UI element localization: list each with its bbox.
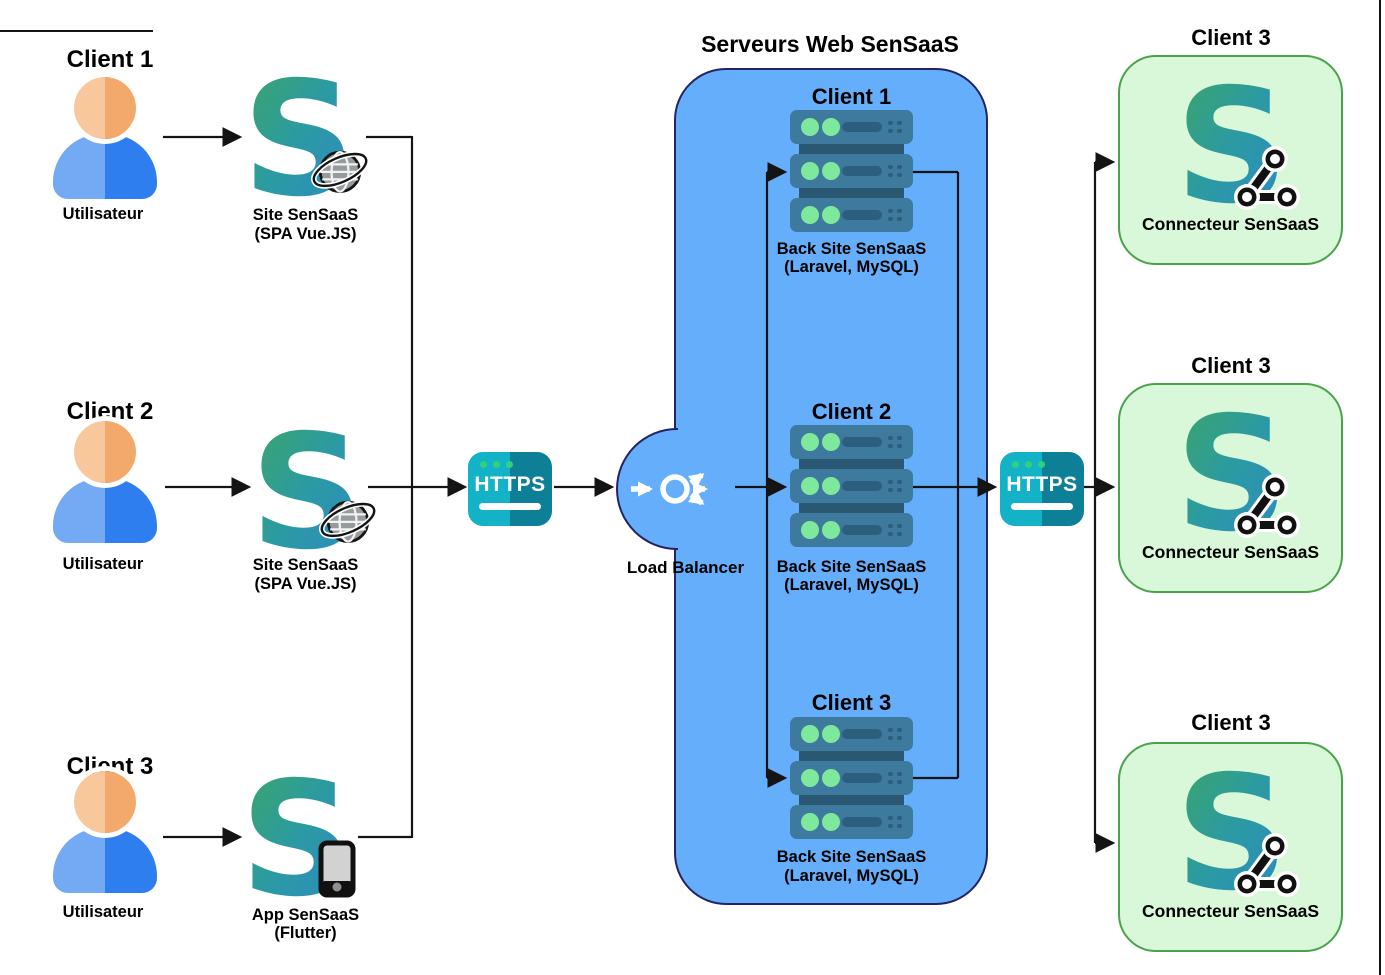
globe-icon: [311, 150, 369, 193]
user-icon: [53, 77, 157, 199]
connector-3-label: Connecteur SenSaaS: [1142, 901, 1319, 921]
frame-right-line: [1379, 0, 1381, 975]
webhook-icon: [1234, 474, 1300, 538]
site-2-label-line1: Site SenSaaS: [252, 556, 359, 574]
app-3-label-line1: App SenSaaS: [251, 906, 360, 924]
user-torso: [53, 828, 157, 893]
https-dots: [480, 461, 513, 468]
server-stack: [790, 717, 913, 839]
server-group-3-title: Client 3: [811, 690, 892, 715]
user-2-label: Utilisateur: [62, 555, 144, 573]
app-3-label-line2: (Flutter): [274, 924, 337, 942]
cluster-title: Serveurs Web SenSaaS: [701, 31, 959, 57]
server-group-3-label-line2: (Laravel, MySQL): [784, 867, 919, 885]
connector-2-label: Connecteur SenSaaS: [1142, 542, 1319, 562]
server-group-3-label-line1: Back Site SenSaaS: [776, 848, 927, 866]
https-left-label: HTTPS: [474, 473, 546, 496]
https-badge-left: HTTPS: [468, 452, 552, 526]
site-2-label-line2: (SPA Vue.JS): [254, 575, 357, 593]
sensaas-s-logo: S: [1176, 77, 1288, 209]
s-letter: S: [1176, 77, 1288, 209]
site-1-label-line2: (SPA Vue.JS): [254, 225, 357, 243]
client-1-title: Client 1: [66, 46, 154, 73]
https-badge-right: HTTPS: [1000, 452, 1084, 526]
site-1-label-line1: Site SenSaaS: [252, 206, 359, 224]
frame-fragment-line: [0, 30, 153, 32]
server-group-1-label-line2: (Laravel, MySQL): [784, 258, 919, 276]
webhook-icon: [1234, 833, 1300, 897]
client-2-title: Client 2: [66, 398, 154, 425]
connector-2-title: Client 3: [1191, 353, 1271, 378]
globe-icon: [319, 500, 377, 543]
user-torso: [53, 134, 157, 199]
user-3-label: Utilisateur: [62, 903, 144, 921]
sensaas-s-logo: S: [1176, 764, 1288, 896]
server-group-2-title: Client 2: [811, 399, 892, 424]
https-right-label: HTTPS: [1006, 473, 1078, 496]
user-icon: [53, 771, 157, 893]
load-balancer-icon: [631, 472, 708, 506]
https-underline: [479, 503, 541, 510]
server-group-2-label-line1: Back Site SenSaaS: [776, 558, 927, 576]
user-1-label: Utilisateur: [62, 205, 144, 223]
user-torso: [53, 478, 157, 543]
connector-box: S Connecteur SenSaaS: [1118, 742, 1343, 952]
https-dots: [1012, 461, 1045, 468]
connector-3-title: Client 3: [1191, 710, 1271, 735]
s-letter: S: [1176, 764, 1288, 896]
user-head: [74, 77, 136, 139]
sensaas-s-logo: S: [1176, 405, 1288, 537]
webhook-icon: [1234, 146, 1300, 210]
connector-box: S Connecteur SenSaaS: [1118, 383, 1343, 593]
user-icon: [53, 421, 157, 543]
load-balancer-label: Load Balancer: [626, 558, 745, 577]
server-stack: [790, 425, 913, 547]
connector-1-label: Connecteur SenSaaS: [1142, 214, 1319, 234]
smartphone-icon: [318, 840, 356, 898]
server-group-1-label-line1: Back Site SenSaaS: [776, 240, 927, 258]
user-head: [74, 771, 136, 833]
server-stack: [790, 110, 913, 232]
connector-box: S Connecteur SenSaaS: [1118, 55, 1343, 265]
server-group-2-label-line2: (Laravel, MySQL): [784, 576, 919, 594]
server-group-1-title: Client 1: [811, 84, 892, 109]
connector-1-title: Client 3: [1191, 25, 1271, 50]
user-head: [74, 421, 136, 483]
https-underline: [1011, 503, 1073, 510]
s-letter: S: [1176, 405, 1288, 537]
